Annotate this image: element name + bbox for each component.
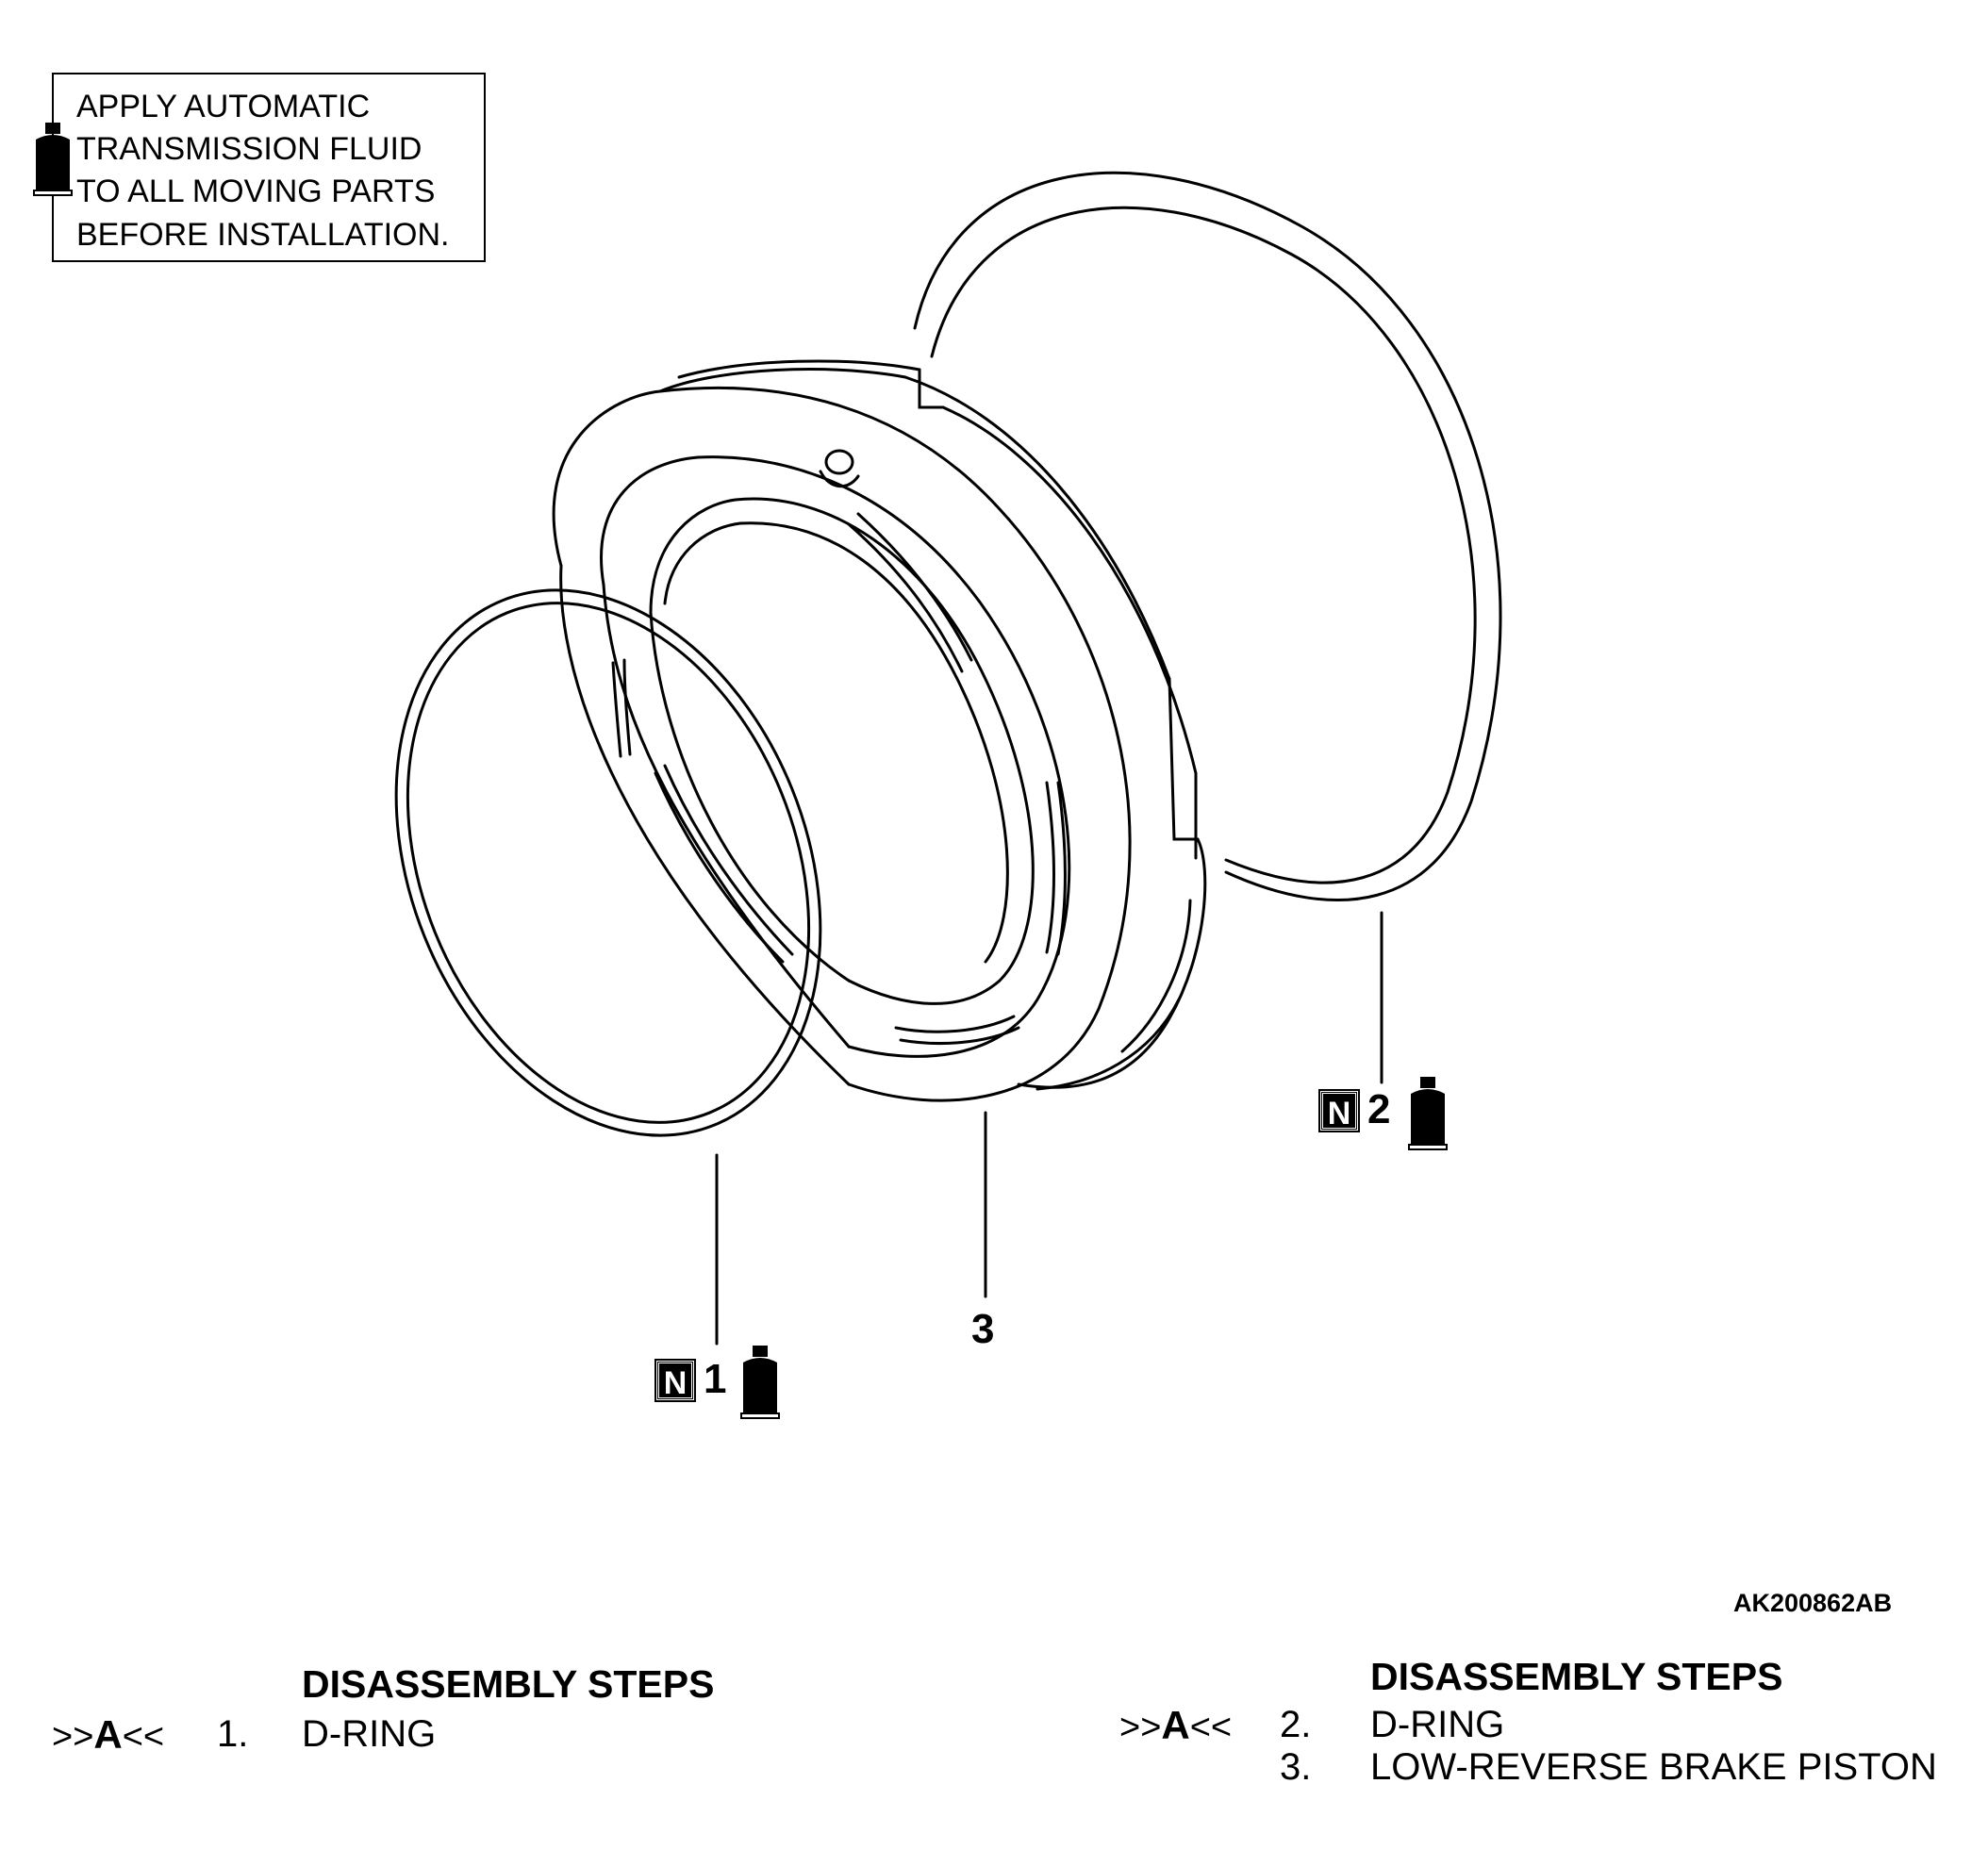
note-line: TO ALL MOVING PARTS bbox=[76, 173, 436, 209]
callout-1: 1 bbox=[704, 1356, 727, 1402]
fluid-bottle-icon bbox=[1408, 1077, 1448, 1150]
callout-2: 2 bbox=[1367, 1086, 1391, 1132]
step-label: LOW-REVERSE BRAKE PISTON bbox=[1370, 1746, 1937, 1788]
d-ring-small bbox=[394, 588, 822, 1137]
step-label: D-RING bbox=[302, 1713, 437, 1755]
fluid-bottle-icon bbox=[740, 1346, 780, 1419]
fluid-bottle-icon bbox=[33, 123, 73, 196]
d-ring-large bbox=[913, 171, 1502, 901]
new-part-badge: N bbox=[654, 1359, 696, 1402]
step-number: 3. bbox=[1280, 1746, 1312, 1788]
service-point-mark: >>A<< bbox=[1119, 1703, 1233, 1747]
steps-title-left: DISASSEMBLY STEPS bbox=[302, 1662, 715, 1706]
step-number: 2. bbox=[1280, 1704, 1312, 1745]
new-part-badge: N bbox=[1318, 1089, 1360, 1132]
note-line: BEFORE INSTALLATION. bbox=[76, 217, 450, 253]
note-line: APPLY AUTOMATIC bbox=[76, 89, 371, 124]
note-box: APPLY AUTOMATIC TRANSMISSION FLUID TO AL… bbox=[52, 73, 486, 262]
steps-title-right: DISASSEMBLY STEPS bbox=[1370, 1655, 1783, 1698]
step-label: D-RING bbox=[1370, 1704, 1505, 1745]
callout-3: 3 bbox=[971, 1306, 995, 1352]
service-point-mark: >>A<< bbox=[52, 1712, 165, 1757]
step-number: 1. bbox=[217, 1713, 249, 1755]
note-line: TRANSMISSION FLUID bbox=[76, 131, 422, 167]
figure-code: AK200862AB bbox=[1733, 1589, 1893, 1617]
low-reverse-brake-piston bbox=[552, 359, 1207, 1102]
